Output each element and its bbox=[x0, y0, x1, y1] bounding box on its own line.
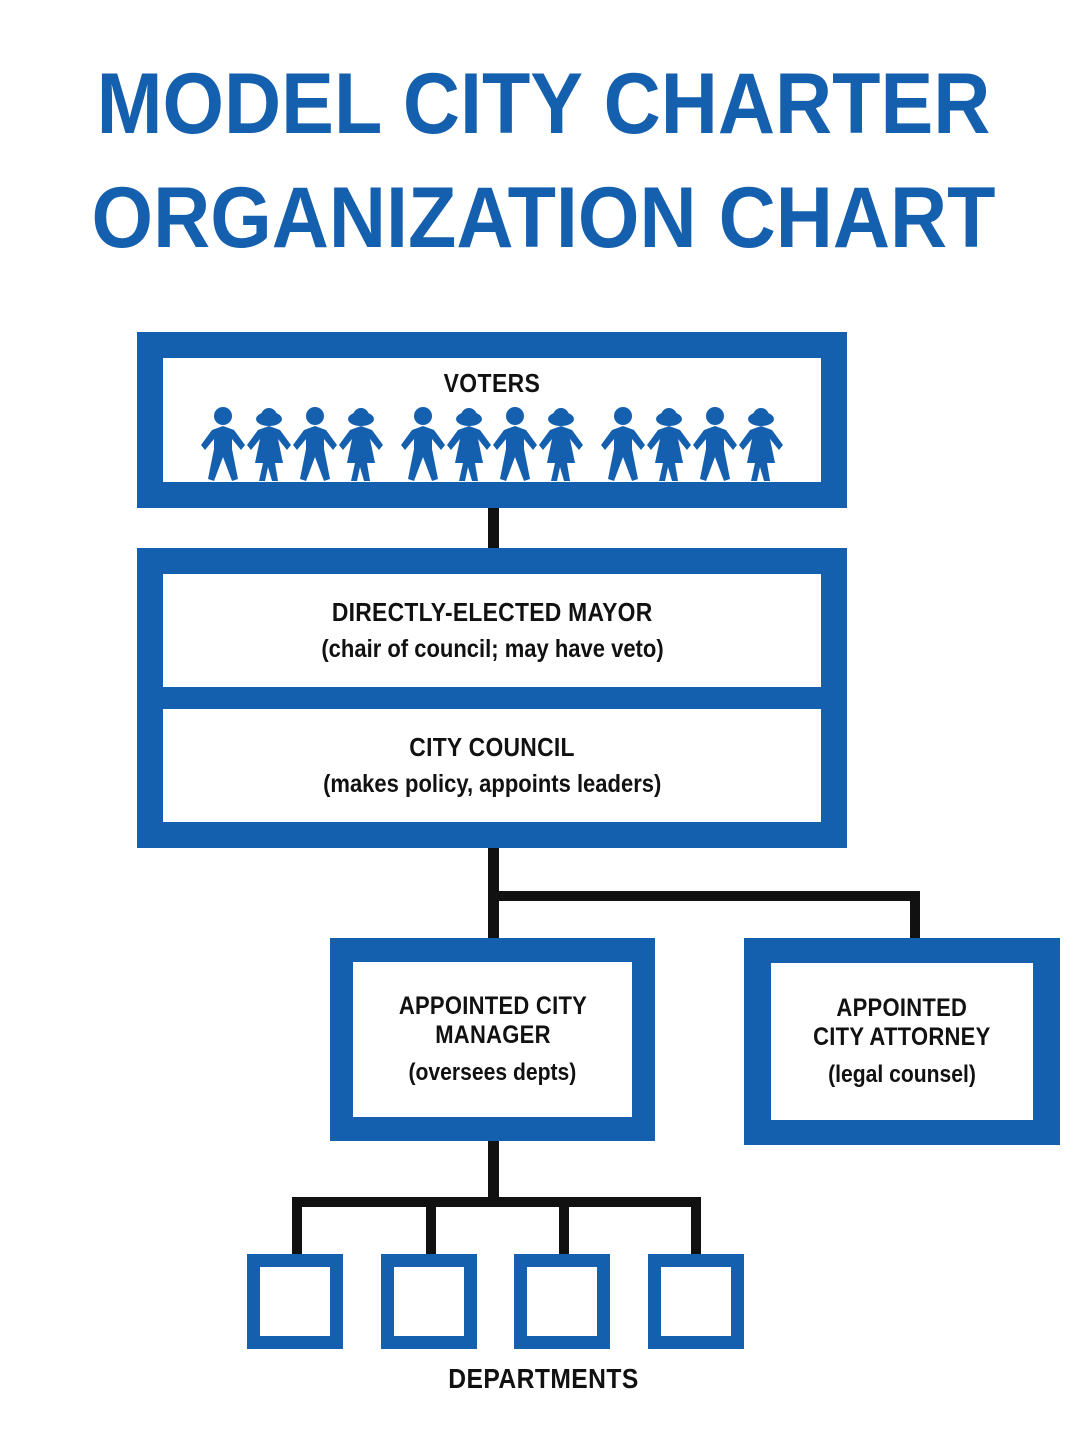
person-female-icon bbox=[447, 408, 491, 481]
person-female-icon bbox=[739, 408, 783, 481]
node-department-1 bbox=[247, 1254, 343, 1349]
person-female-icon bbox=[339, 408, 383, 481]
page-title: MODEL CITY CHARTER ORGANIZATION CHART bbox=[91, 56, 996, 266]
person-male-icon bbox=[293, 407, 337, 481]
people-group bbox=[600, 405, 784, 483]
people-group bbox=[400, 405, 584, 483]
people-group bbox=[200, 405, 384, 483]
mayor-subtitle: (chair of council; may have veto) bbox=[320, 635, 664, 664]
node-voters: VOTERS bbox=[137, 332, 847, 508]
connector-to-department-3 bbox=[559, 1197, 569, 1259]
node-city-manager: APPOINTED CITY MANAGER (oversees depts) bbox=[330, 938, 655, 1141]
department-panel bbox=[527, 1267, 597, 1336]
connector-to-department-4 bbox=[691, 1197, 701, 1259]
manager-subtitle: (oversees depts) bbox=[408, 1058, 577, 1086]
manager-panel: APPOINTED CITY MANAGER (oversees depts) bbox=[353, 962, 632, 1117]
connector-voters-to-mayor bbox=[488, 508, 499, 552]
node-department-2 bbox=[381, 1254, 477, 1349]
attorney-panel: APPOINTED CITY ATTORNEY (legal counsel) bbox=[771, 963, 1033, 1120]
connector-manager-trunk bbox=[488, 1141, 499, 1205]
mayor-heading: DIRECTLY-ELECTED MAYOR bbox=[331, 596, 653, 627]
connector-to-department-1 bbox=[292, 1197, 302, 1259]
node-city-council: CITY COUNCIL (makes policy, appoints lea… bbox=[163, 709, 821, 822]
node-department-4 bbox=[648, 1254, 744, 1349]
department-panel bbox=[394, 1267, 464, 1336]
voters-people-icons bbox=[192, 405, 792, 483]
voters-label: VOTERS bbox=[443, 368, 541, 398]
node-city-attorney: APPOINTED CITY ATTORNEY (legal counsel) bbox=[744, 938, 1060, 1145]
council-heading: CITY COUNCIL bbox=[409, 731, 575, 762]
person-male-icon bbox=[493, 407, 537, 481]
node-mayor: DIRECTLY-ELECTED MAYOR (chair of council… bbox=[163, 574, 821, 687]
person-male-icon bbox=[693, 407, 737, 481]
department-panel bbox=[661, 1267, 731, 1336]
connector-council-to-attorney bbox=[910, 891, 920, 941]
person-female-icon bbox=[647, 408, 691, 481]
person-female-icon bbox=[247, 408, 291, 481]
node-mayor-council-group: DIRECTLY-ELECTED MAYOR (chair of council… bbox=[137, 548, 847, 848]
person-male-icon bbox=[601, 407, 645, 481]
voters-panel: VOTERS bbox=[163, 358, 821, 482]
person-female-icon bbox=[539, 408, 583, 481]
node-department-3 bbox=[514, 1254, 610, 1349]
person-male-icon bbox=[401, 407, 445, 481]
department-panel bbox=[260, 1267, 330, 1336]
attorney-heading: APPOINTED CITY ATTORNEY bbox=[813, 993, 991, 1052]
connector-council-horizontal-bus bbox=[488, 891, 920, 901]
connector-departments-bus bbox=[292, 1197, 701, 1207]
manager-heading: APPOINTED CITY MANAGER bbox=[398, 991, 587, 1050]
person-male-icon bbox=[201, 407, 245, 481]
departments-label: DEPARTMENTS bbox=[448, 1363, 639, 1394]
council-subtitle: (makes policy, appoints leaders) bbox=[322, 770, 662, 799]
attorney-subtitle: (legal counsel) bbox=[828, 1060, 976, 1088]
connector-to-department-2 bbox=[426, 1197, 436, 1259]
